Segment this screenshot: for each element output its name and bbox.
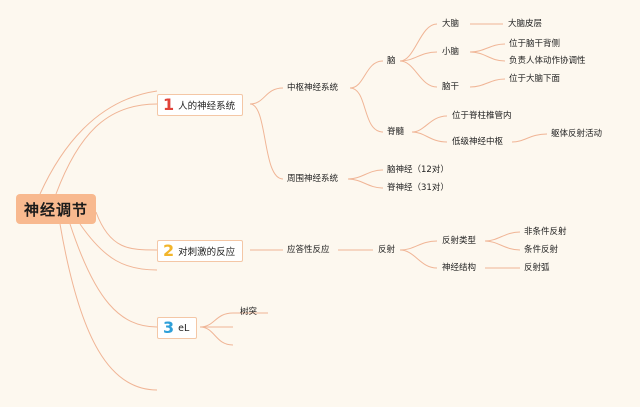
branch-3-node[interactable]: 3 eL — [157, 317, 198, 339]
branch-3-number: 3 — [163, 318, 175, 337]
cranial-nerves-node[interactable]: 脑神经（12对） — [387, 165, 449, 175]
spinal-cord-detail-1-node[interactable]: 位于脊柱椎管内 — [452, 111, 512, 121]
conditioned-reflex-node[interactable]: 条件反射 — [524, 245, 559, 255]
somatic-reflex-node[interactable]: 躯体反射活动 — [551, 129, 603, 139]
cerebellum-detail-1-node[interactable]: 位于脑干背侧 — [509, 39, 561, 49]
spinal-cord-node[interactable]: 脊髓 — [387, 127, 405, 137]
brain-node[interactable]: 脑 — [387, 56, 396, 66]
branch-1-number: 1 — [163, 95, 175, 114]
reflex-node[interactable]: 反射 — [378, 245, 396, 255]
central-nervous-system-node[interactable]: 中枢神经系统 — [287, 83, 339, 93]
branch-1-node[interactable]: 1 人的神经系统 — [157, 94, 244, 116]
neural-structure-node[interactable]: 神经结构 — [442, 263, 477, 273]
branch-3-label: eL — [178, 322, 190, 334]
branch-1-label: 人的神经系统 — [178, 101, 236, 112]
dendrite-node[interactable]: 树突 — [240, 307, 258, 317]
unconditioned-reflex-node[interactable]: 非条件反射 — [524, 227, 567, 237]
reflex-types-node[interactable]: 反射类型 — [442, 236, 477, 246]
spinal-cord-detail-2-node[interactable]: 低级神经中枢 — [452, 137, 504, 147]
cerebellum-detail-2-node[interactable]: 负责人体动作协调性 — [509, 56, 586, 66]
brainstem-node[interactable]: 脑干 — [442, 82, 460, 92]
cerebellum-node[interactable]: 小脑 — [442, 47, 460, 57]
cerebral-cortex-node[interactable]: 大脑皮层 — [508, 19, 543, 29]
branch-2-label: 对刺激的反应 — [178, 247, 236, 258]
spinal-nerves-node[interactable]: 脊神经（31对） — [387, 183, 449, 193]
branch-2-number: 2 — [163, 241, 175, 260]
brainstem-detail-node[interactable]: 位于大脑下面 — [509, 74, 561, 84]
root-node[interactable]: 神经调节 — [16, 194, 96, 224]
cerebrum-node[interactable]: 大脑 — [442, 19, 460, 29]
branch-2-node[interactable]: 2 对刺激的反应 — [157, 240, 244, 262]
responsive-reaction-node[interactable]: 应答性反应 — [287, 245, 330, 255]
reflex-arc-node[interactable]: 反射弧 — [524, 263, 550, 273]
peripheral-nervous-system-node[interactable]: 周围神经系统 — [287, 174, 339, 184]
